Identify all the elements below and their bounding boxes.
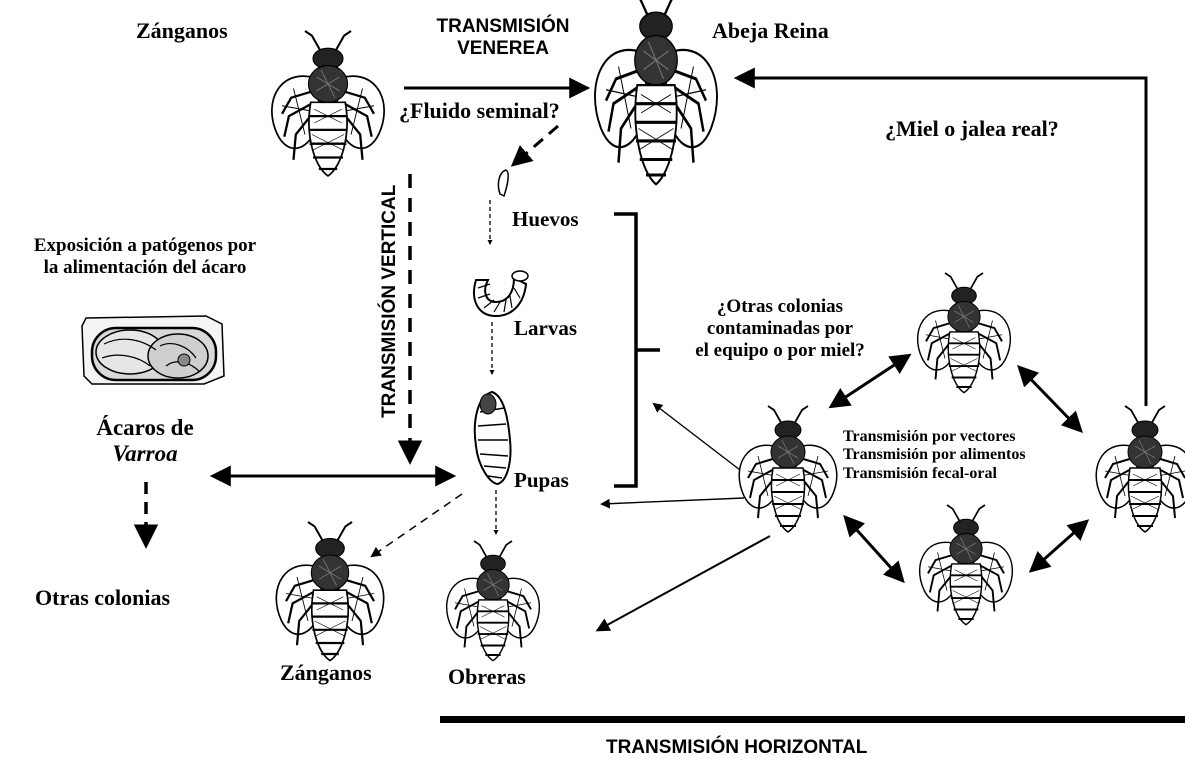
- workers-label: Obreras: [448, 664, 526, 689]
- route-fecal-oral: Transmisión fecal-oral: [843, 464, 997, 482]
- honey-royal-jelly-label: ¿Miel o jalea real?: [885, 116, 1059, 141]
- venereal-line-2: VENEREA: [457, 37, 549, 59]
- venereal-transmission-title: TRANSMISIÓN VENEREA: [418, 16, 588, 60]
- other-colonies-q-line-2: contaminadas por: [706, 317, 854, 339]
- larva-icon: [473, 270, 529, 318]
- other-colonies-label: Otras colonias: [35, 585, 171, 610]
- drones-top-label: Zánganos: [136, 18, 228, 43]
- route-food: Transmisión por alimentos: [843, 446, 1026, 464]
- varroa-label: Ácaros de Varroa: [60, 415, 230, 468]
- drone-bee-icon: [270, 29, 386, 178]
- mite-exposure-line-2: la alimentación del ácaro: [43, 256, 247, 278]
- egg-icon: [497, 169, 509, 198]
- vertical-transmission-label: TRANSMISIÓN VERTICAL: [379, 184, 401, 418]
- varroa-line-2: Varroa: [112, 441, 178, 467]
- queen-label: Abeja Reina: [712, 18, 829, 43]
- seminal-fluid-label: ¿Fluido seminal?: [399, 98, 560, 123]
- other-colonies-q-line-3: el equipo o por miel?: [695, 339, 865, 361]
- worker-bee-icon: [738, 405, 838, 533]
- other-colonies-question: ¿Otras colonias contaminadas por el equi…: [650, 296, 910, 362]
- drones-bottom-label: Zánganos: [280, 660, 372, 685]
- mite-exposure-text: Exposición a patógenos por la alimentaci…: [0, 235, 290, 279]
- pupa-icon: [473, 390, 512, 486]
- horizontal-bar: [440, 716, 1185, 723]
- worker-bee-icon: [916, 272, 1012, 394]
- route-vectors: Transmisión por vectores: [843, 428, 1016, 445]
- queen-bee-icon: [593, 0, 719, 186]
- worker-bee-icon: [445, 540, 541, 662]
- eggs-label: Huevos: [512, 207, 579, 231]
- drone-bee-icon: [275, 520, 385, 662]
- other-colonies-q-line-1: ¿Otras colonias: [716, 296, 844, 317]
- worker-bee-icon: [918, 504, 1014, 626]
- larvae-label: Larvas: [514, 316, 577, 340]
- horizontal-transmission-label: TRANSMISIÓN HORIZONTAL: [606, 737, 868, 758]
- transmission-routes: Transmisión por vectores Transmisión por…: [843, 428, 1026, 483]
- mite-exposure-line-1: Exposición a patógenos por: [33, 235, 257, 256]
- varroa-mite-cell-icon: [81, 315, 225, 385]
- pupae-label: Pupas: [514, 468, 569, 492]
- worker-bee-icon: [1095, 405, 1185, 533]
- venereal-line-1: TRANSMISIÓN: [436, 16, 570, 37]
- varroa-line-1: Ácaros de: [96, 415, 194, 440]
